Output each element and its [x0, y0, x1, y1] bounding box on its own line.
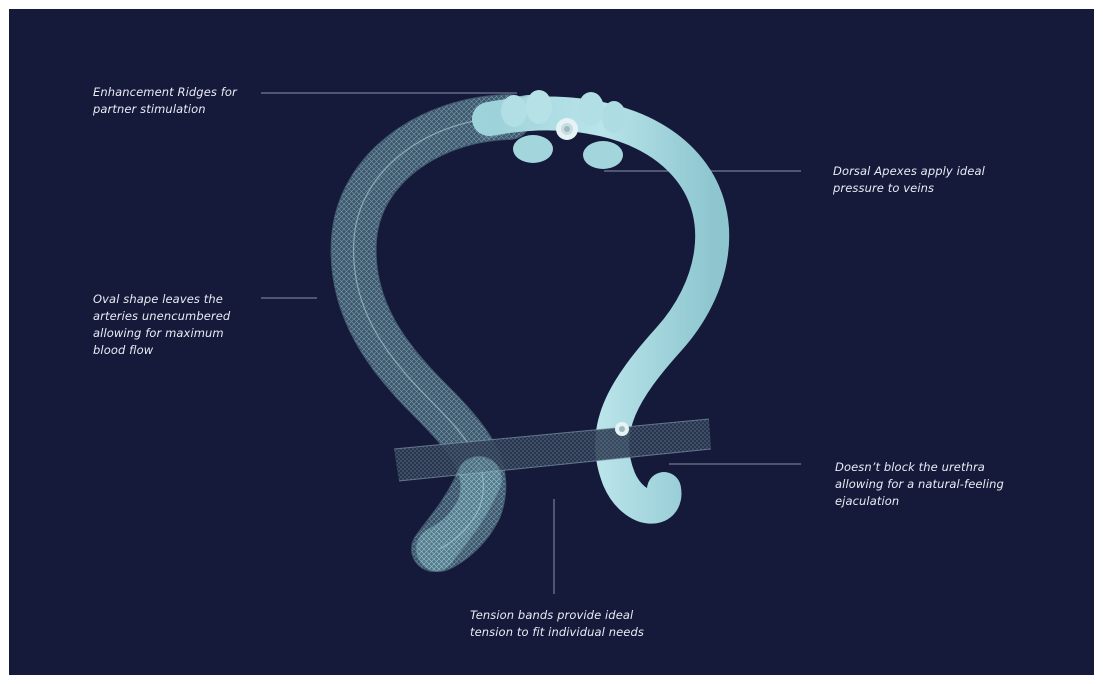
callout-oval-shape: Oval shape leaves the arteries unencumbe…: [93, 291, 263, 359]
callout-enhancement-ridges: Enhancement Ridges for partner stimulati…: [93, 84, 273, 118]
callout-dorsal-apexes: Dorsal Apexes apply ideal pressure to ve…: [833, 163, 1033, 197]
callout-urethra: Doesn’t block the urethra allowing for a…: [835, 459, 1055, 510]
leader-lines: [261, 93, 801, 594]
dorsal-apexes: [513, 135, 623, 169]
top-pin-icon: [556, 118, 578, 140]
diagram-canvas: Enhancement Ridges for partner stimulati…: [9, 9, 1094, 675]
callout-tension-bands: Tension bands provide ideal tension to f…: [470, 607, 690, 641]
band-pin-icon: [615, 422, 629, 436]
